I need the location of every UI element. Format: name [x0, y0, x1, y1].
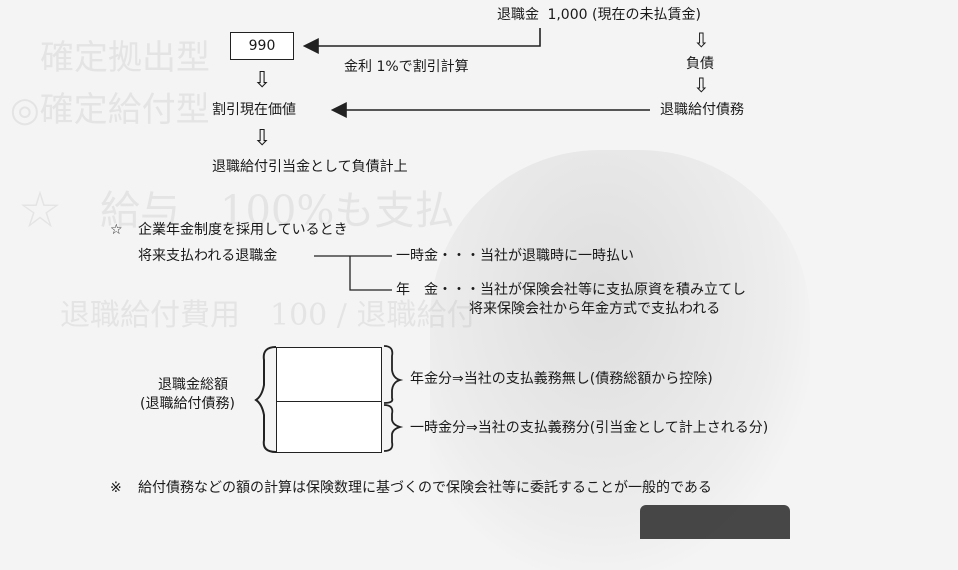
- down-arrow-icon: ⇩: [693, 73, 710, 97]
- retirement-note: (現在の未払賃金): [592, 7, 701, 23]
- down-arrow-icon: ⇩: [253, 68, 272, 93]
- down-arrow-icon: ⇩: [253, 126, 272, 151]
- background-scribble: ◎確定給付型: [10, 90, 210, 130]
- background-person: [430, 150, 810, 570]
- retirement-value: 1,000: [547, 7, 588, 23]
- note-mark: ※: [110, 480, 122, 496]
- background-chair: [640, 505, 790, 539]
- discounted-value-box: 990: [230, 32, 294, 60]
- lump-part: 一時金分⇒当社の支払義務分(引当金として計上される分): [410, 420, 769, 436]
- annuity-line-1: 年 金・・・当社が保険会社等に支払原資を積み立てし: [396, 282, 746, 298]
- total-label-2: (退職給付債務): [140, 396, 235, 412]
- background-scribble: 確定拠出型: [40, 38, 210, 78]
- note-text: 給付債務などの額の計算は保険数理に基づくので保険会社等に委託することが一般的であ…: [138, 480, 712, 496]
- obligation-label: 退職給付債務: [660, 102, 744, 118]
- lump-sum-line: 一時金・・・当社が退職時に一時払い: [396, 248, 634, 264]
- star-mark: ☆: [110, 222, 123, 238]
- total-box: [276, 347, 382, 453]
- liability-label: 負債: [686, 56, 714, 72]
- present-value-label: 割引現在価値: [212, 102, 296, 118]
- background-scribble: 退職給付費用 100 / 退職給付: [60, 298, 477, 333]
- provision-label: 退職給付引当金として負債計上: [212, 159, 408, 175]
- discount-label: 金利 1%で割引計算: [344, 59, 469, 75]
- connector-lines: [254, 28, 650, 453]
- total-box-divider: [277, 401, 381, 402]
- retirement-label: 退職金: [497, 7, 539, 23]
- annuity-part: 年金分⇒当社の支払義務無し(債務総額から控除): [410, 371, 713, 387]
- background-scribble: ☆ 給与 100%も支払: [20, 188, 455, 234]
- total-label-1: 退職金総額: [158, 377, 228, 393]
- pension-heading: 企業年金制度を採用しているとき: [138, 222, 348, 238]
- down-arrow-icon: ⇩: [693, 28, 710, 52]
- retirement-amount: 退職金 1,000 (現在の未払賃金): [497, 6, 701, 24]
- annuity-line-2: 将来保険会社から年金方式で支払われる: [469, 301, 721, 317]
- future-payment-label: 将来支払われる退職金: [138, 248, 278, 264]
